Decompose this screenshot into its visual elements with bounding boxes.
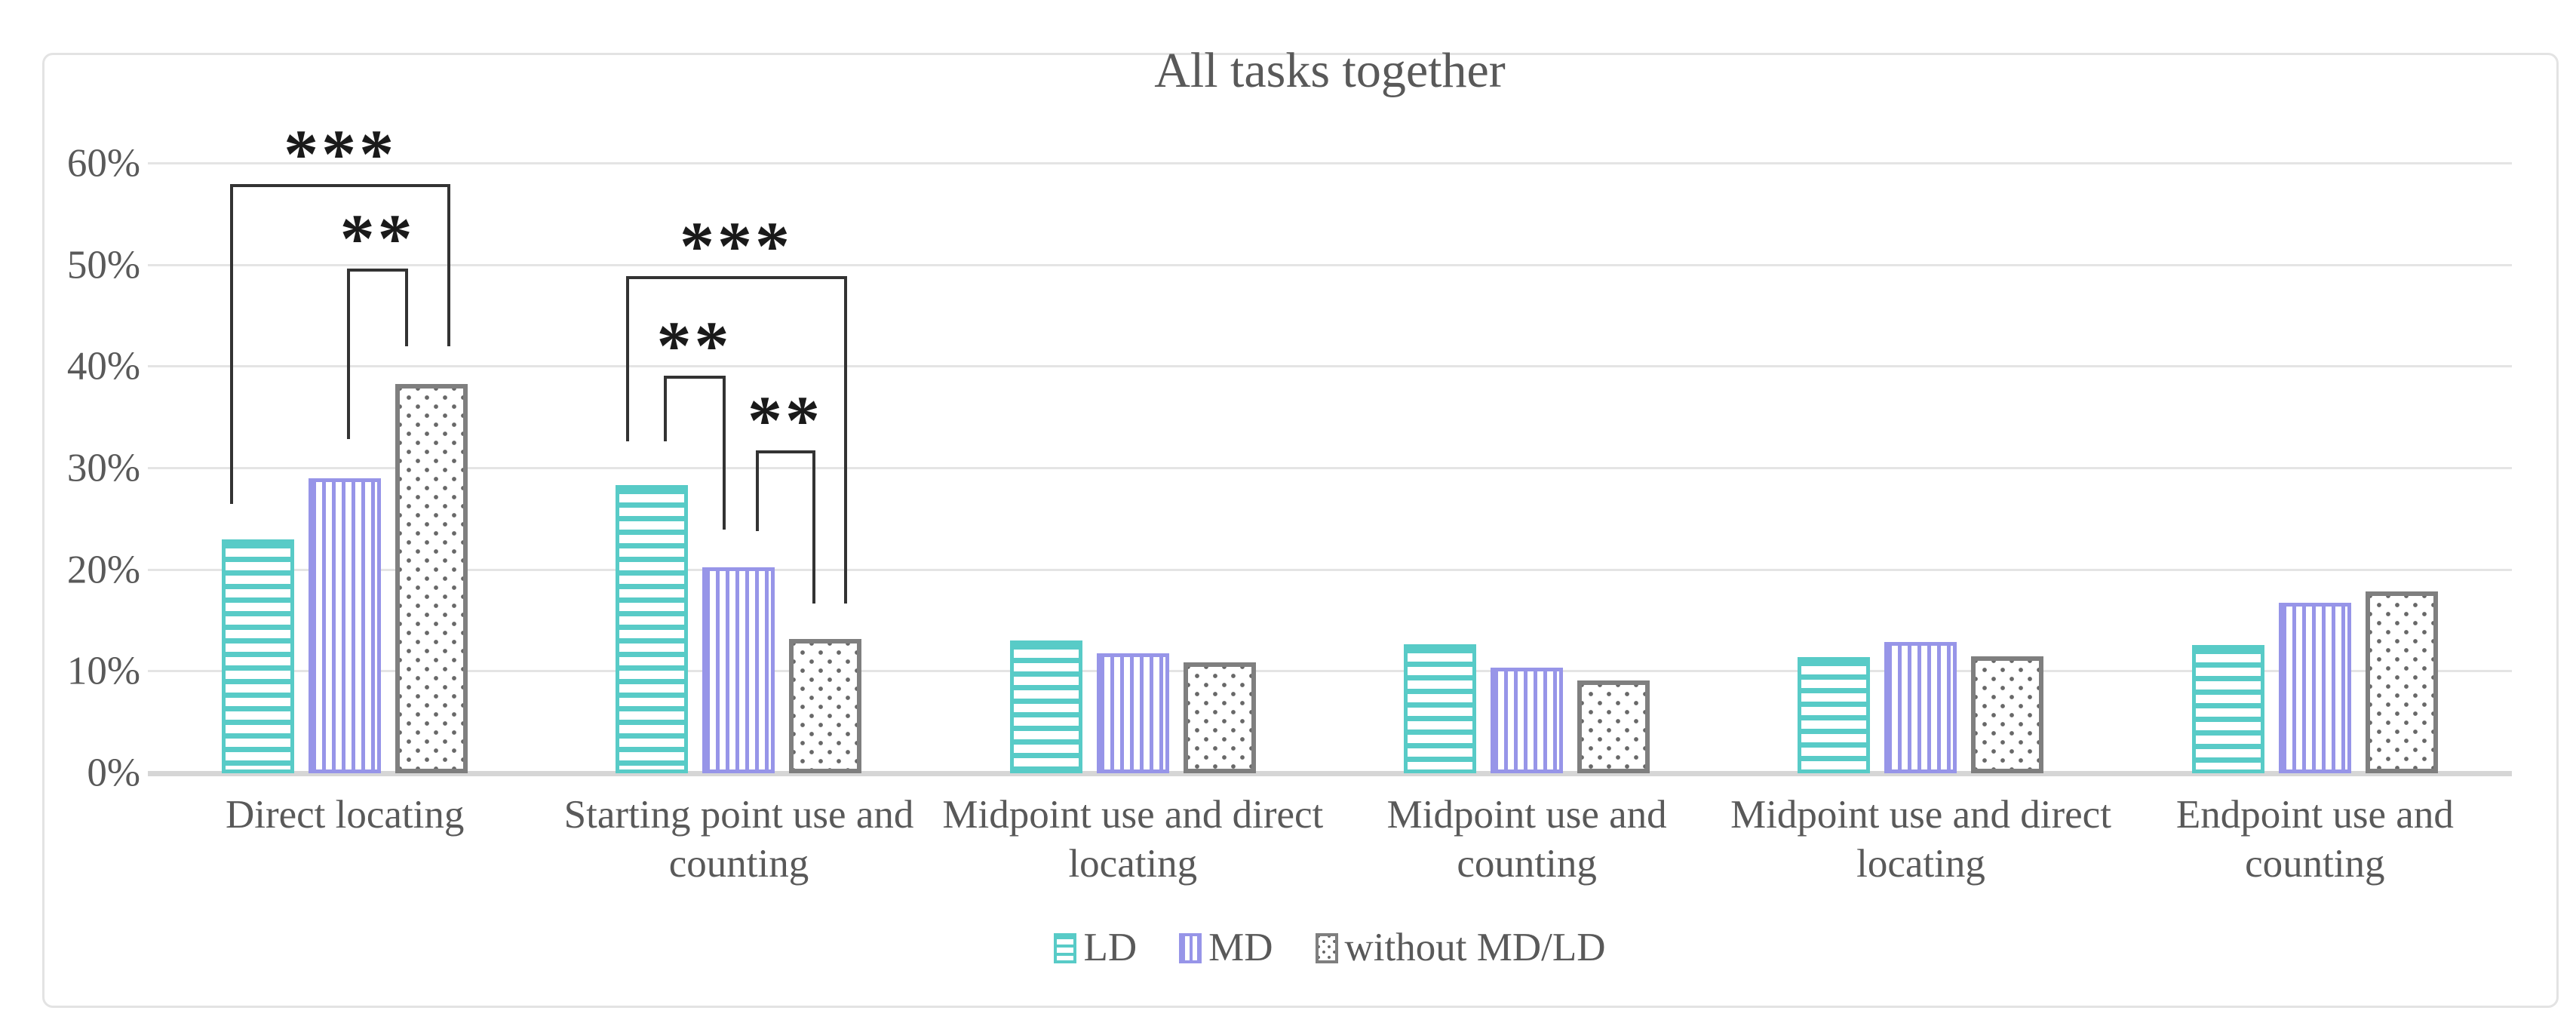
gridline xyxy=(148,568,2512,571)
bar-cluster xyxy=(1724,164,2117,773)
bar-MD xyxy=(1096,653,1169,773)
bar-without-MD-LD xyxy=(789,639,862,773)
bar-group xyxy=(936,164,1330,773)
bar-LD xyxy=(616,484,689,773)
legend: LD MD without MD/LD xyxy=(148,928,2512,968)
bar-cluster xyxy=(148,164,542,773)
bracket-left-leg xyxy=(625,279,629,441)
legend-swatch-LD xyxy=(1054,932,1077,963)
significance-label: ** xyxy=(748,381,823,459)
significance-label: ** xyxy=(339,199,416,277)
bar-LD xyxy=(1009,640,1082,773)
y-axis-tick-label: 30% xyxy=(66,446,140,490)
significance-label: *** xyxy=(680,207,793,285)
bracket-left-leg xyxy=(755,453,759,532)
legend-swatch-without-MD-LD xyxy=(1315,932,1338,963)
gridline xyxy=(148,263,2512,266)
bar-MD xyxy=(309,478,382,773)
bar-cluster xyxy=(2118,164,2512,773)
y-axis-tick-label: 40% xyxy=(66,344,140,389)
gridline xyxy=(148,162,2512,164)
significance-label: ** xyxy=(656,307,732,385)
gridline xyxy=(148,365,2512,368)
bracket-right-leg xyxy=(843,279,847,604)
bar-MD xyxy=(2278,602,2351,773)
legend-label: MD xyxy=(1208,926,1273,969)
legend-item: without MD/LD xyxy=(1315,926,1606,969)
chart-title: All tasks together xyxy=(1154,43,1506,98)
legend-label: without MD/LD xyxy=(1344,926,1606,969)
bar-group xyxy=(542,164,935,773)
y-axis-tick-label: 50% xyxy=(66,243,140,287)
bar-cluster xyxy=(1330,164,1724,773)
legend-swatch-MD xyxy=(1179,932,1202,963)
bracket-right-leg xyxy=(722,379,726,530)
significance-bracket xyxy=(230,183,451,505)
bracket-left-leg xyxy=(663,379,667,441)
gridline xyxy=(148,670,2512,673)
legend-item: LD xyxy=(1054,928,1137,968)
bar-cluster xyxy=(936,164,1330,773)
bar-LD xyxy=(2191,645,2264,773)
bar-without-MD-LD xyxy=(1971,656,2044,773)
bar-group xyxy=(1724,164,2117,773)
x-category-label: Starting point use and counting xyxy=(563,793,914,886)
y-axis-tick-label: 20% xyxy=(66,548,140,592)
bracket-right-leg xyxy=(812,453,815,604)
y-axis-tick-label: 60% xyxy=(66,141,140,186)
plot-area: ************ xyxy=(148,119,2512,776)
bar-cluster xyxy=(542,164,935,773)
bar-without-MD-LD xyxy=(395,384,468,773)
x-category-label: Midpoint use and direct locating xyxy=(942,793,1324,886)
x-category-label: Midpoint use and counting xyxy=(1386,793,1667,886)
legend-item: MD xyxy=(1179,928,1273,968)
significance-bracket xyxy=(347,268,409,439)
x-axis-labels: Direct locating Starting point use and co… xyxy=(148,791,2512,911)
bar-LD xyxy=(222,539,295,773)
bar-without-MD-LD xyxy=(1577,680,1650,773)
bar-group xyxy=(1330,164,1724,773)
bar-LD xyxy=(1798,657,1871,773)
bracket-right-leg xyxy=(405,271,409,347)
bar-LD xyxy=(1404,644,1477,773)
bracket-right-leg xyxy=(447,186,451,347)
y-axis: 0% 10% 20% 30% 40% 50% 60% xyxy=(30,143,140,793)
bracket-left-leg xyxy=(347,271,351,439)
bar-MD xyxy=(1884,642,1957,773)
significance-bracket xyxy=(625,276,847,604)
y-axis-tick-label: 10% xyxy=(66,649,140,693)
y-axis-tick-label: 0% xyxy=(87,751,140,795)
bar-group xyxy=(148,164,542,773)
x-category-label: Midpoint use and direct locating xyxy=(1730,793,2111,886)
bar-group xyxy=(2118,164,2512,773)
bar-MD xyxy=(702,567,775,773)
significance-bracket xyxy=(755,450,815,604)
significance-bracket xyxy=(663,376,726,530)
x-axis-line xyxy=(148,771,2512,776)
bar-MD xyxy=(1491,667,1564,773)
bracket-left-leg xyxy=(230,186,234,505)
x-category-label: Direct locating xyxy=(225,793,465,837)
bar-without-MD-LD xyxy=(1183,662,1256,773)
bar-groups xyxy=(148,164,2512,773)
gridline xyxy=(148,467,2512,469)
significance-label: *** xyxy=(284,115,398,192)
legend-label: LD xyxy=(1083,926,1138,969)
bar-without-MD-LD xyxy=(2365,591,2438,773)
x-category-label: Endpoint use and counting xyxy=(2175,793,2454,886)
